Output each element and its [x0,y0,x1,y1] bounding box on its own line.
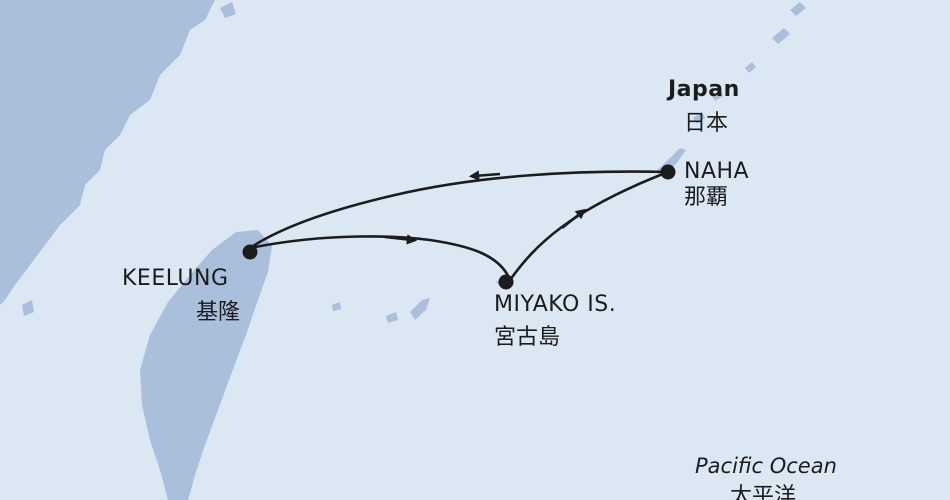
port-label-keelung[interactable]: KEELUNG [122,266,229,291]
ryukyu-island [745,62,756,73]
coastal-island [220,2,236,18]
port-label-naha[interactable]: NAHA [684,159,750,184]
route-arrow-miyako-to-naha [561,208,587,230]
port-label-miyako-local: 宮古島 [494,325,561,350]
route-arrow-keelung-to-miyako [384,234,418,245]
taiwan-landmass [140,230,272,500]
route-keelung-to-miyako [249,235,512,281]
yaeyama-island [332,302,341,311]
ocean-label-pacific: Pacific Ocean [695,454,837,478]
ryukyu-island [712,90,723,101]
port-label-keelung-local: 基隆 [196,300,241,325]
yaeyama-island [410,298,430,320]
country-label-japan-local: 日本 [684,111,729,136]
port-label-naha-local: 那覇 [684,185,729,210]
port-marker-keelung[interactable] [242,244,258,260]
coastal-island [22,300,34,316]
port-label-miyako[interactable]: MIYAKO IS. [494,292,617,317]
coastal-island [95,118,112,138]
ocean-label-pacific-local: 太平洋 [730,484,797,500]
mainland-china-landmass [0,0,215,305]
route-arrow-naha-to-keelung [468,170,501,181]
route-naha-to-keelung [249,170,669,250]
port-marker-miyako[interactable] [498,274,514,290]
ryukyu-island [772,28,790,44]
country-label-japan: Japan [668,77,740,102]
port-marker-naha[interactable] [660,164,676,180]
ryukyu-island [693,112,705,124]
ryukyu-island [790,2,806,16]
yaeyama-island [386,312,398,323]
